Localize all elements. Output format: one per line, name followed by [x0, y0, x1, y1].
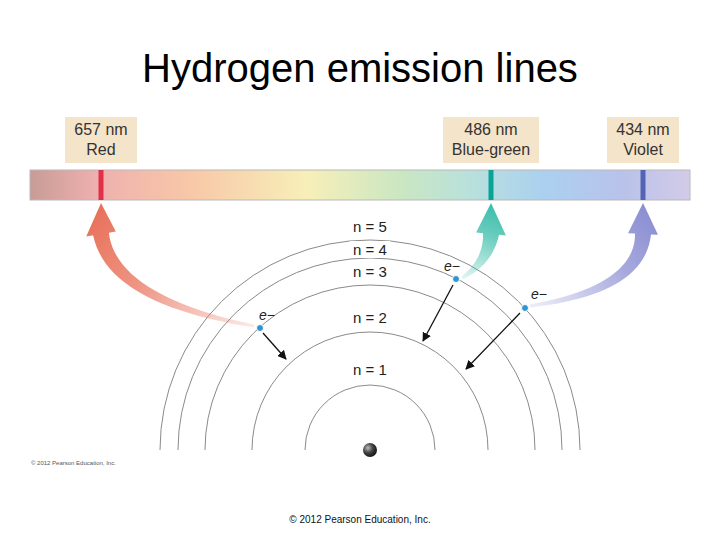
wavelength-box: 486 nmBlue-green — [443, 117, 539, 163]
orbit-arc — [252, 332, 488, 450]
wavelength: 434 nm — [616, 120, 669, 140]
wavelength: 657 nm — [74, 120, 127, 140]
electron-dot — [257, 325, 264, 332]
wavelength: 486 nm — [452, 120, 530, 140]
orbit-arc — [305, 385, 435, 450]
emission-arrow — [530, 203, 658, 307]
orbit-arc — [160, 240, 580, 450]
electron-label: e− — [531, 286, 547, 302]
electron-jumps — [257, 276, 529, 370]
emission-arrow — [86, 203, 254, 327]
copyright-note: © 2012 Pearson Education, Inc. — [289, 514, 430, 526]
emission-arrow — [461, 203, 506, 279]
orbit-label: n = 3 — [350, 263, 390, 280]
nucleus — [363, 443, 377, 457]
spectrum-bar — [30, 170, 690, 200]
orbit-label: n = 5 — [350, 218, 390, 235]
electron-dot — [453, 276, 460, 283]
jump-arrow — [263, 333, 286, 359]
electron-label: e− — [444, 258, 460, 274]
electron-dot — [522, 305, 529, 312]
color-name: Violet — [616, 140, 669, 160]
blue-green-line — [489, 170, 494, 200]
wavelength-box: 434 nmViolet — [607, 117, 678, 163]
orbit-arc — [205, 285, 535, 450]
color-name: Blue-green — [452, 140, 530, 160]
orbit-label: n = 1 — [350, 361, 390, 378]
violet-line — [641, 170, 646, 200]
jump-arrow — [423, 285, 453, 341]
orbit-label: n = 4 — [350, 241, 390, 258]
electron-label: e− — [259, 307, 275, 323]
wavelength-box: 657 nmRed — [65, 117, 136, 163]
color-name: Red — [74, 140, 127, 160]
jump-arrow — [466, 313, 520, 369]
orbit-arc — [178, 258, 562, 450]
orbit-label: n = 2 — [350, 309, 390, 326]
title: Hydrogen emission lines — [142, 46, 578, 91]
red-line — [99, 170, 104, 200]
orbits — [160, 240, 580, 450]
emission-arrows — [86, 203, 658, 327]
copyright-note: © 2012 Pearson Education, Inc. — [31, 459, 116, 467]
